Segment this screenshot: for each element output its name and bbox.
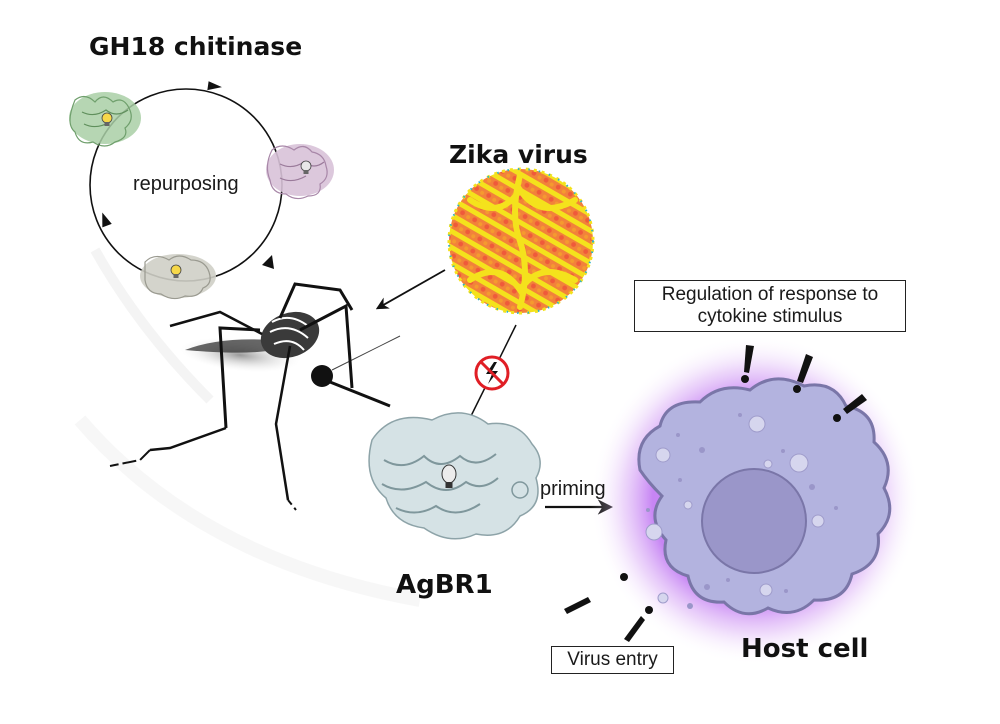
lightbulb-icon <box>101 112 113 126</box>
agbr1-protein-structure <box>368 412 541 540</box>
gh18-chitinase-title: GH18 chitinase <box>89 32 303 61</box>
protein-structure-green <box>69 92 141 147</box>
agbr1-title: AgBR1 <box>396 570 493 600</box>
zika-virus-title: Zika virus <box>449 140 588 169</box>
cycle-arrow-left <box>102 212 112 228</box>
host-cell-title: Host cell <box>741 634 869 664</box>
regulation-box-line1: Regulation of response to <box>661 284 879 305</box>
virus-particle-icon <box>447 167 595 315</box>
virus-entry-box: Virus entry <box>551 646 674 674</box>
cycle-arrow-top <box>207 81 222 91</box>
cell-granules <box>646 413 838 609</box>
lightbulb-icon <box>300 160 312 174</box>
protein-structure-grey <box>140 254 216 300</box>
cycle-arrow-right <box>262 255 274 269</box>
priming-label: priming <box>540 478 606 500</box>
regulation-of-response-box: Regulation of response to cytokine stimu… <box>634 280 906 332</box>
lightbulb-icon <box>441 464 457 488</box>
mosquito-icon <box>109 282 401 511</box>
cell-vesicles <box>645 415 825 604</box>
no-lightning-icon <box>474 355 510 391</box>
background-haze <box>74 247 422 607</box>
repurposing-label: repurposing <box>133 173 239 195</box>
lightbulb-icon <box>170 264 182 278</box>
protein-structure-pink <box>266 144 334 200</box>
transmission-arrow <box>375 269 446 310</box>
cell-nucleus <box>701 468 807 574</box>
response-signal-marks <box>741 345 867 422</box>
regulation-box-line2: cytokine stimulus <box>697 305 843 327</box>
entry-signal-marks <box>564 573 653 642</box>
cell-icon <box>590 335 920 665</box>
